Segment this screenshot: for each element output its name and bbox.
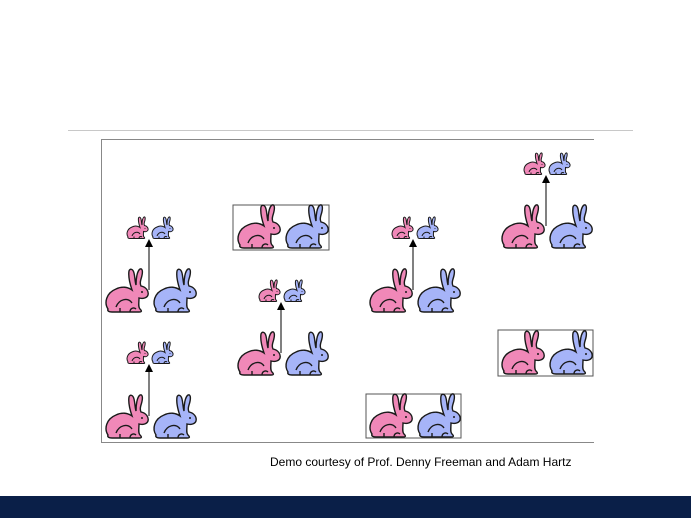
rabbit-pair-icon [369, 268, 461, 313]
column-4 [497, 152, 594, 377]
rabbit-pair-icon [258, 279, 306, 302]
highlight-box [365, 393, 462, 439]
rabbit-pair-icon [126, 216, 174, 239]
title-rule [68, 130, 633, 131]
rabbit-pair-icon [105, 394, 197, 439]
rabbit-pair-icon [501, 330, 593, 375]
rabbit-pair-icon [105, 268, 197, 313]
column-2 [232, 204, 330, 376]
rabbit-pair-icon [237, 204, 329, 249]
rabbit-pair-icon [523, 152, 571, 175]
column-3 [365, 216, 462, 439]
caption: Demo courtesy of Prof. Denny Freeman and… [270, 455, 572, 469]
figure-frame [101, 139, 594, 443]
highlight-box [232, 204, 330, 251]
highlight-box [497, 329, 594, 377]
footer-bar [0, 496, 691, 518]
column-1 [105, 216, 197, 439]
rabbit-pair-icon [237, 331, 329, 376]
rabbit-pair-icon [391, 216, 439, 239]
rabbit-pair-icon [369, 393, 461, 438]
rabbit-pair-icon [126, 341, 174, 364]
rabbit-pair-icon [501, 204, 593, 249]
